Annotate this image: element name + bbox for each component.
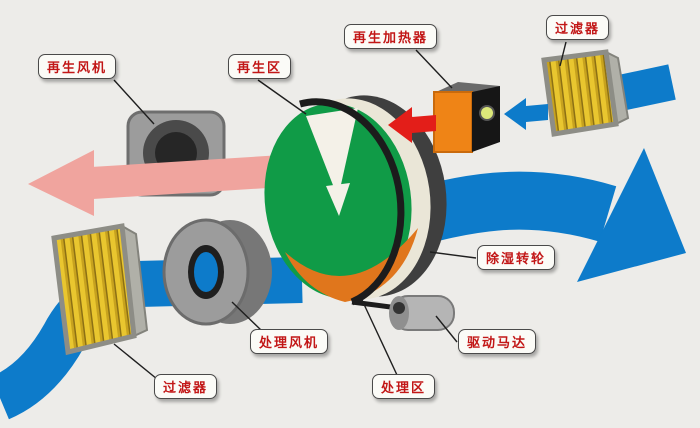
label-process-zone: 处理区 [372, 374, 436, 399]
leader-regen-heater [415, 49, 453, 89]
leader-process-fan [231, 301, 263, 332]
leader-lines [113, 41, 567, 380]
wheel-drive-belt [299, 98, 405, 306]
process-fan-graphic [162, 218, 272, 326]
drive-motor-graphic [351, 295, 455, 331]
label-process-fan: 处理风机 [250, 329, 329, 354]
filter-bottom-media [51, 223, 137, 356]
leader-filter-bottom [113, 343, 158, 380]
filter-bottom-graphic [51, 223, 149, 356]
label-regen-zone: 再生区 [228, 54, 292, 79]
label-drive-motor: 驱动马达 [458, 329, 537, 354]
label-dehumid-wheel: 除湿转轮 [477, 245, 556, 270]
desiccant-wheel [264, 95, 447, 306]
filter-top-graphic [541, 49, 630, 137]
heater-indicator-light [479, 105, 495, 121]
regen-intake-arrow [504, 98, 548, 130]
hot-air-arrow [388, 107, 436, 143]
wheel-saturated-zone [285, 228, 418, 302]
leader-regen-zone [257, 79, 307, 115]
regen-exhaust-head [28, 150, 94, 216]
process-fan-air-core [194, 252, 218, 292]
motor-pulley [393, 302, 405, 314]
label-regen-fan: 再生风机 [38, 54, 117, 79]
leader-dehumid-wheel [429, 251, 477, 259]
filter-top-media [541, 49, 619, 137]
heater-front [433, 91, 473, 153]
leader-filter-top [559, 41, 567, 67]
wheel-regen-sector [306, 108, 358, 198]
wheel-sector-arrow [326, 183, 350, 216]
process-air-outlet-head [577, 148, 686, 282]
label-regen-heater: 再生加热器 [344, 24, 438, 49]
leader-drive-motor [435, 315, 458, 343]
label-filter-top: 过滤器 [546, 15, 610, 40]
leader-process-zone [361, 299, 398, 376]
regen-heater-graphic [433, 82, 500, 153]
leader-regen-fan [113, 79, 155, 125]
label-filter-bottom: 过滤器 [154, 374, 218, 399]
